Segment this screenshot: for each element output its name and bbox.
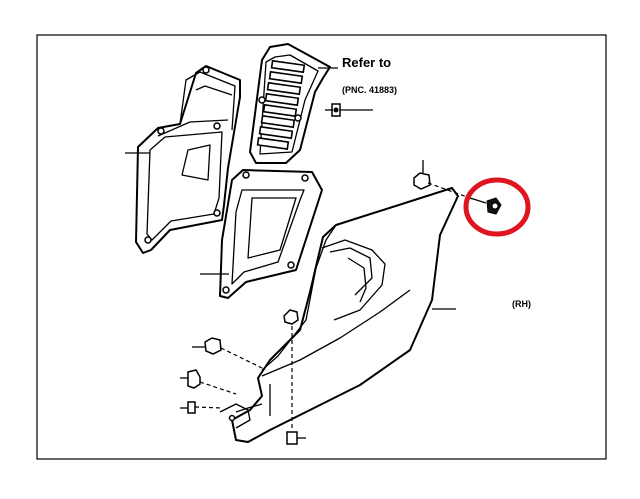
screw-icon <box>325 103 341 117</box>
frame-gasket <box>219 169 323 299</box>
pnc-reference-label: (PNC. 41883) <box>342 85 397 95</box>
side-code-label: (RH) <box>512 299 531 309</box>
clip-icon <box>180 369 237 395</box>
vent-grille <box>249 43 331 164</box>
refer-to-label: Refer to <box>342 55 391 70</box>
screw-icon <box>180 401 223 414</box>
clip-icon <box>413 160 471 199</box>
duct-gasket <box>135 65 241 254</box>
screw-icon <box>286 382 306 445</box>
highlight-circle-icon <box>463 177 531 237</box>
side-cover-panel <box>219 187 459 443</box>
clip-icon <box>192 337 263 369</box>
clip-icon <box>283 309 299 380</box>
diagram-frame <box>36 34 607 460</box>
screw-icon <box>469 197 502 215</box>
